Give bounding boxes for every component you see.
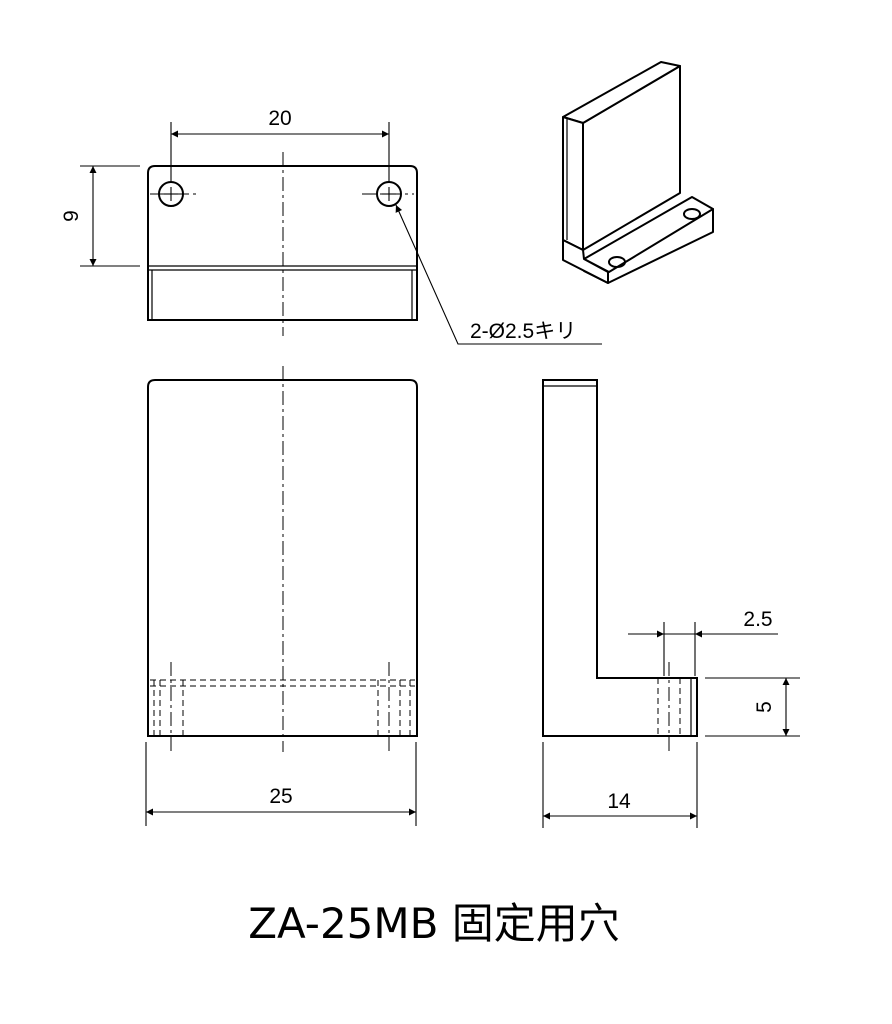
iso-hole-back — [683, 208, 701, 220]
front-width-label: 25 — [269, 785, 292, 808]
flange-depth-label: 9 — [60, 210, 83, 222]
base-height-label: 5 — [753, 701, 776, 713]
dimension-side-depth: 14 — [542, 742, 698, 828]
top-view — [147, 152, 418, 336]
side-depth-label: 14 — [607, 790, 631, 813]
mounting-hole-left — [150, 181, 200, 207]
iso-hole-front — [608, 256, 626, 268]
dimension-flange-depth: 9 — [60, 165, 140, 267]
dimension-wall-thickness: 2.5 — [628, 608, 778, 676]
dimension-hole-spacing: 20 — [170, 107, 390, 182]
front-view — [147, 366, 418, 752]
drawing-title: ZA-25MB 固定用穴 — [248, 899, 620, 948]
dimension-front-width: 25 — [145, 742, 417, 826]
side-view — [542, 379, 698, 752]
hole-spacing-label: 20 — [268, 107, 291, 130]
dimension-base-height: 5 — [705, 677, 800, 737]
hole-callout-leader: 2-Ø2.5キリ — [395, 204, 602, 345]
isometric-view — [562, 61, 714, 284]
wall-thickness-label: 2.5 — [743, 608, 772, 631]
hole-callout-label: 2-Ø2.5キリ — [470, 320, 576, 343]
mounting-hole-right — [362, 181, 414, 207]
